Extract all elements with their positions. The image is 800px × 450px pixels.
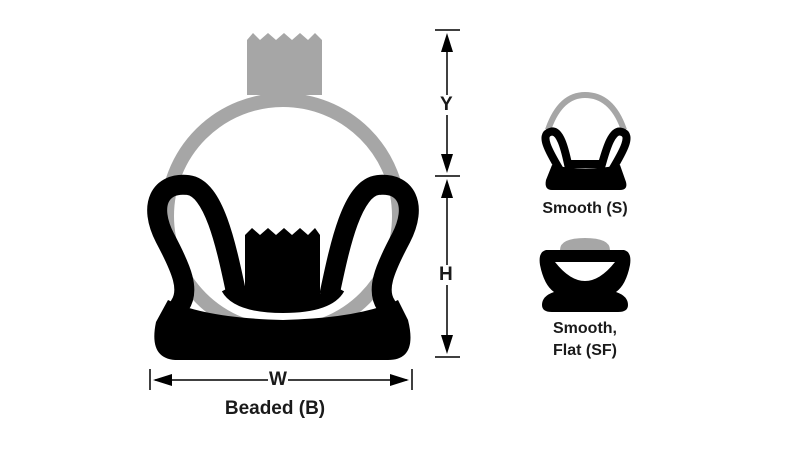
- smooth-profile: [541, 91, 631, 190]
- smooth-flat-label-line2: Flat (SF): [553, 342, 617, 359]
- beaded-label: Beaded (B): [224, 398, 326, 419]
- dimension-h-label: H: [438, 264, 454, 285]
- smooth-edge: [545, 91, 627, 132]
- seal-right-loop: [320, 174, 419, 315]
- dimension-y-label: Y: [439, 94, 454, 115]
- smooth-seal-loops: [541, 127, 631, 174]
- seal-base: [154, 300, 411, 360]
- beaded-seal: [147, 174, 419, 360]
- smooth-label: Smooth (S): [542, 200, 628, 217]
- smooth-flat-label-line1: Smooth,: [553, 320, 617, 337]
- smooth-flat-profile: [539, 238, 631, 312]
- seal-inner-stem: [245, 228, 320, 302]
- dimension-w-label: W: [268, 369, 288, 390]
- seal-floor: [221, 283, 345, 314]
- smooth-seal-base: [545, 165, 627, 190]
- edge-stem: [247, 33, 322, 95]
- seal-left-loop: [147, 174, 246, 315]
- smooth-flat-edge: [560, 238, 610, 250]
- smooth-flat-seal: [539, 250, 631, 312]
